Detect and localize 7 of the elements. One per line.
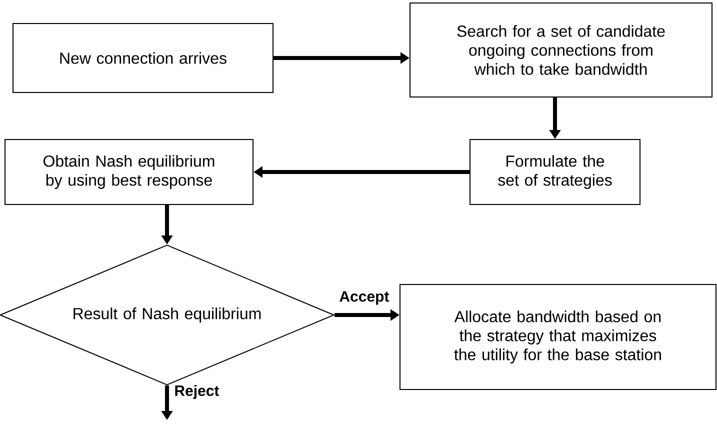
process-box: New connection arrives (12, 23, 274, 93)
process-box: Formulate the set of strategies (470, 139, 640, 205)
edge-label: Accept (338, 290, 390, 306)
process-box: Allocate bandwidth based on the strategy that maximizes the utility for the base station (400, 284, 716, 390)
process-box: Search for a set of candidate ongoing connections from which to take bandwidth (410, 2, 712, 98)
edge-label: Reject (173, 384, 220, 400)
process-box: Obtain Nash equilibrium by using best response (4, 139, 254, 205)
